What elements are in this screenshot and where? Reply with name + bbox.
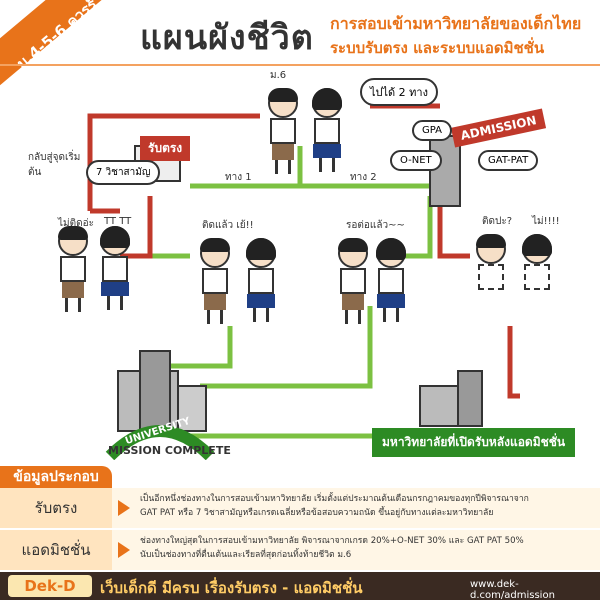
arrow-right-icon bbox=[118, 542, 130, 558]
two-ways-bubble: ไปได้ 2 ทาง bbox=[360, 78, 438, 106]
m6-label: ม.6 bbox=[270, 70, 287, 81]
pass-question-label: ติดปะ? bbox=[482, 216, 513, 227]
ghost-boy bbox=[476, 234, 506, 290]
not-pass-label: ไม่ติดอ่ะ bbox=[58, 218, 94, 229]
ghost-girl bbox=[522, 234, 552, 290]
seven-subjects-bubble: 7 วิชาสามัญ bbox=[86, 160, 161, 185]
student-fail-2 bbox=[100, 226, 130, 310]
after-admission-building bbox=[419, 385, 461, 427]
info-title: ข้อมูลประกอบ bbox=[0, 466, 112, 488]
student-pass-girl bbox=[246, 238, 276, 322]
student-pass-boy bbox=[200, 238, 230, 324]
info-row-direct: รับตรง เป็นอีกหนึ่งช่องทางในการสอบเข้ามห… bbox=[0, 488, 600, 528]
direct-admission-sign: รับตรง bbox=[140, 136, 191, 161]
path1-label: ทาง 1 bbox=[225, 172, 252, 183]
info-label-admission: แอดมิชชั่น bbox=[0, 530, 112, 570]
life-flow-diagram: ม.6 ไปได้ 2 ทาง รับตรง 7 วิชาสามัญ ADMIS… bbox=[0, 66, 600, 460]
info-text-direct: เป็นอีกหนึ่งช่องทางในการสอบเข้ามหาวิทยาล… bbox=[140, 492, 590, 520]
student-girl-top bbox=[312, 88, 342, 172]
path2-label: ทาง 2 bbox=[350, 172, 377, 183]
footer: Dek-D เว็บเด็กดี มีครบ เรื่องรับตรง - แอ… bbox=[0, 572, 600, 601]
after-admission-ribbon: มหาวิทยาลัยที่เปิดรับหลังแอดมิชชั่น bbox=[372, 428, 576, 457]
header: ม.4-5-6 ควรรู้ แผนผังชีวิต การสอบเข้ามหา… bbox=[0, 0, 600, 86]
student-fail-1 bbox=[58, 226, 88, 312]
info-text-direct-line1: เป็นอีกหนึ่งช่องทางในการสอบเข้ามหาวิทยาล… bbox=[140, 494, 529, 504]
subtitle-line1: การสอบเข้ามหาวิทยาลัยของเด็กไทย bbox=[330, 14, 582, 33]
no-label: ไม่!!!! bbox=[532, 216, 560, 227]
student-wait-boy bbox=[338, 238, 368, 324]
waiting-label: รอต่อแล้ว~~ bbox=[346, 220, 405, 231]
info-text-admission-line2: นับเป็นช่องทางที่ตื่นเต้นและเรียลที่สุดก… bbox=[140, 550, 352, 560]
info-row-admission: แอดมิชชั่น ช่องทางใหญ่สุดในการสอบเข้ามหา… bbox=[0, 530, 600, 570]
arrow-right-icon bbox=[118, 500, 130, 516]
dekd-logo[interactable]: Dek-D bbox=[8, 575, 92, 597]
header-divider bbox=[0, 64, 600, 66]
info-label-direct: รับตรง bbox=[0, 488, 112, 528]
student-wait-girl bbox=[376, 238, 406, 322]
mission-complete-label: MISSION COMPLETE bbox=[108, 444, 231, 457]
page-title: แผนผังชีวิต bbox=[140, 18, 314, 58]
gpa-bubble: GPA bbox=[412, 120, 452, 141]
footer-tagline: เว็บเด็กดี มีครบ เรื่องรับตรง - แอดมิชชั… bbox=[100, 579, 363, 597]
gatpat-bubble: GAT-PAT bbox=[478, 150, 539, 171]
student-boy-top bbox=[268, 88, 298, 174]
tt-label: TT TT bbox=[104, 216, 132, 227]
onet-bubble: O-NET bbox=[390, 150, 442, 171]
back-to-start-label: กลับสู่จุดเริ่มต้น bbox=[28, 152, 81, 178]
info-text-admission-line1: ช่องทางใหญ่สุดในการสอบเข้ามหาวิทยาลัย พิ… bbox=[140, 536, 524, 546]
university-arch bbox=[105, 425, 215, 460]
info-text-admission: ช่องทางใหญ่สุดในการสอบเข้ามหาวิทยาลัย พิ… bbox=[140, 534, 590, 562]
footer-url-link[interactable]: www.dek-d.com/admission bbox=[470, 579, 555, 601]
flow-arrows bbox=[87, 103, 520, 460]
subtitle-line2: ระบบรับตรง และระบบแอดมิชชั่น bbox=[330, 39, 545, 57]
passed-label: ติดแล้ว เย้!! bbox=[202, 220, 254, 231]
info-text-direct-line2: GAT PAT หรือ 7 วิชาสามัญหรือเกรดเฉลี่ยหร… bbox=[140, 508, 494, 518]
